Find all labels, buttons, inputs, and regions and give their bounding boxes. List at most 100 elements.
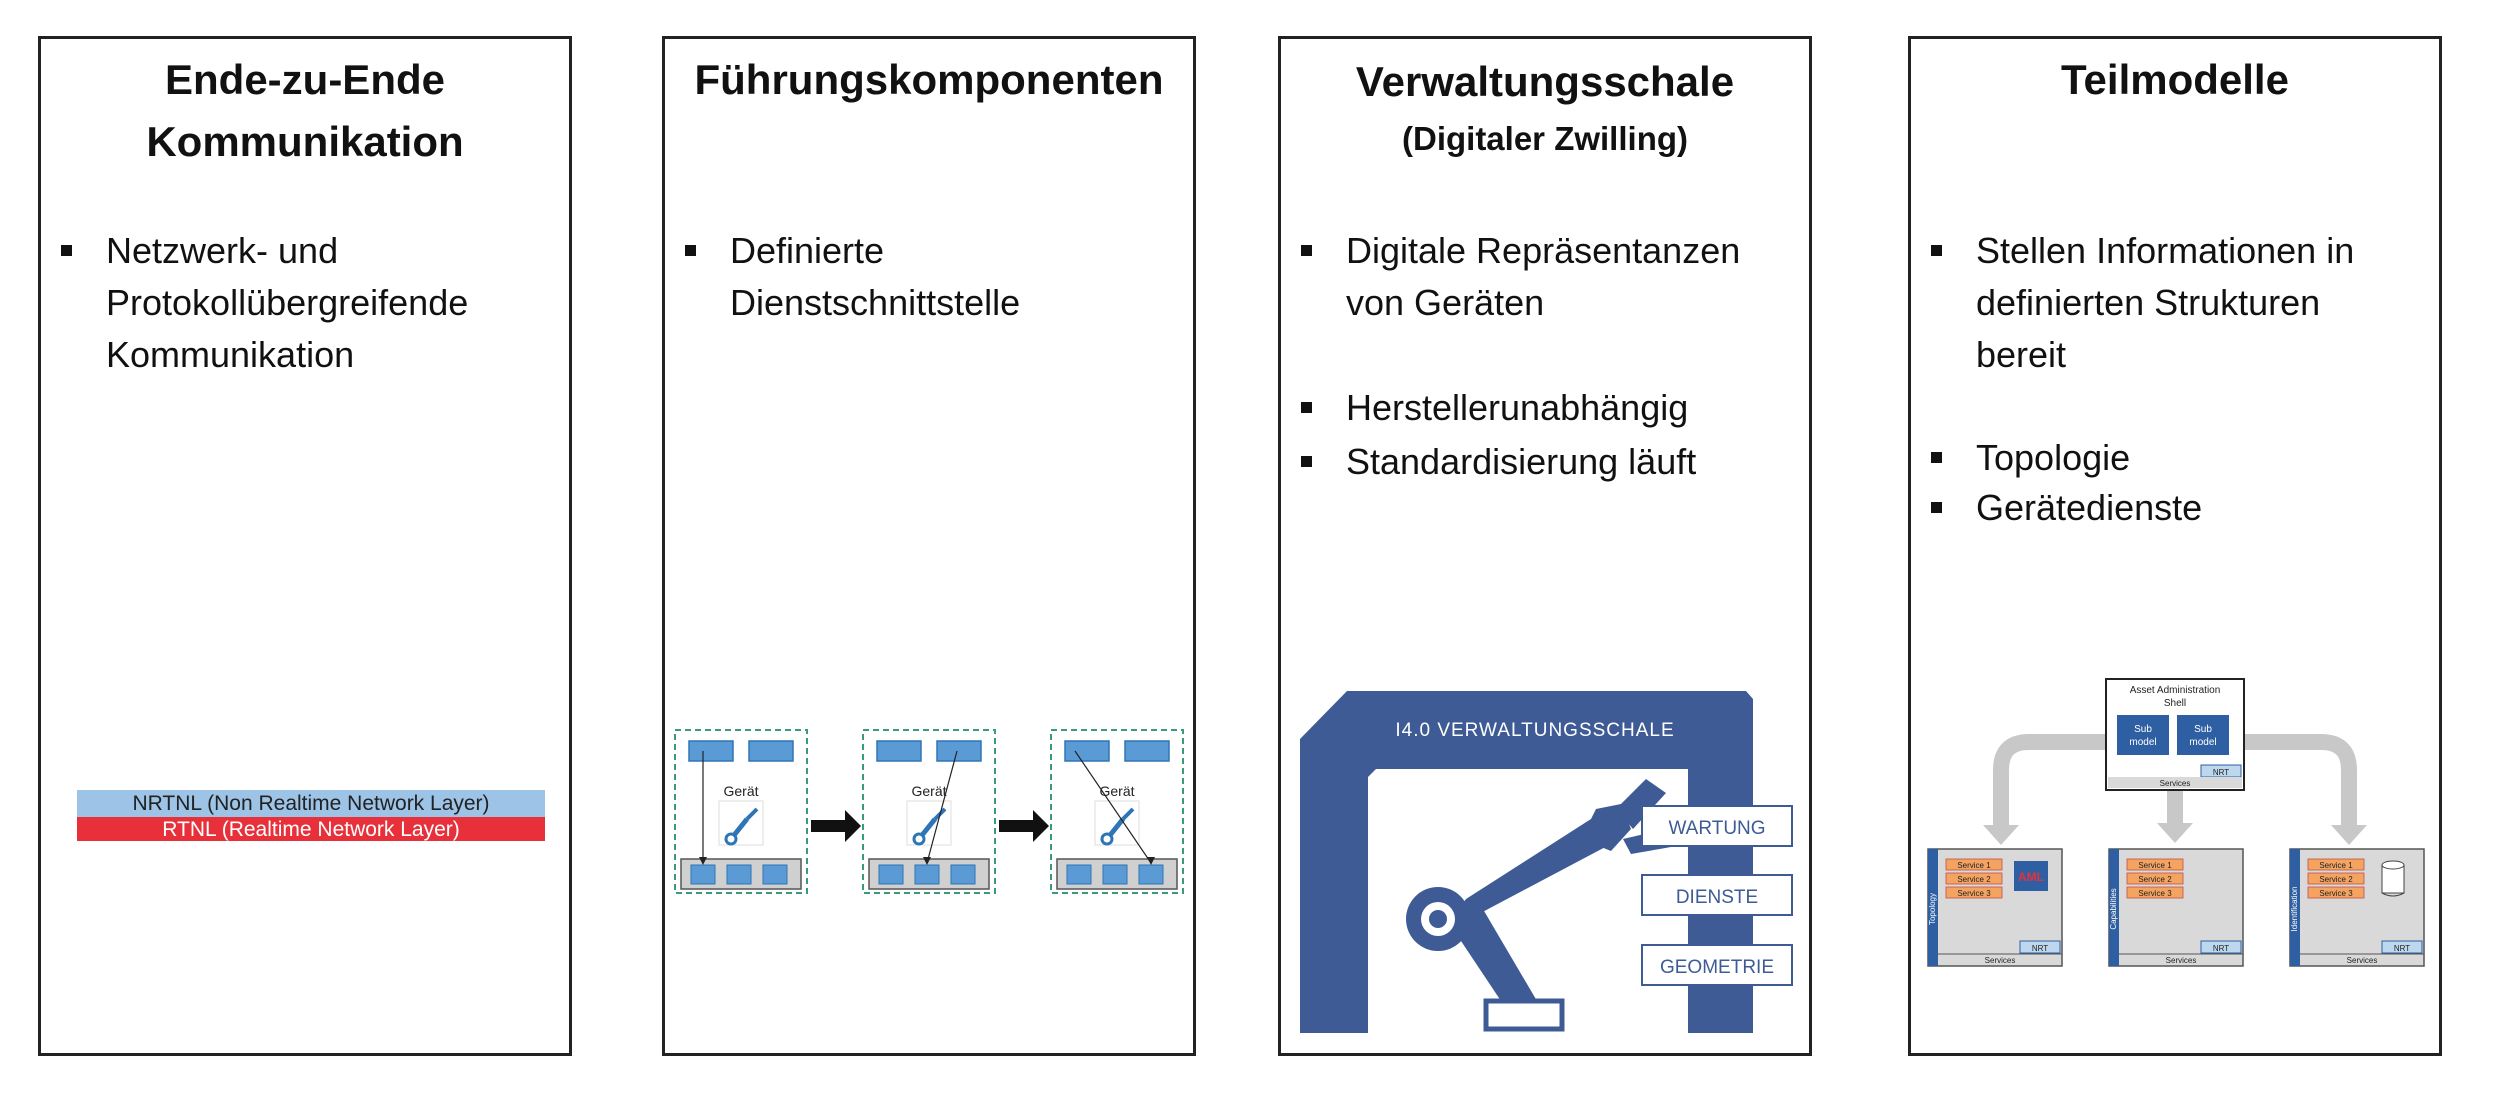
slot-box [878, 864, 904, 885]
flow-arrow-down [2167, 791, 2183, 823]
device-frame: Gerät [674, 729, 808, 894]
nrt-label: NRT [2213, 944, 2229, 953]
service-item [2307, 872, 2365, 885]
svg-text:Service 1: Service 1 [2138, 861, 2172, 870]
panel-title-line-1: Ende-zu-Ende [165, 56, 445, 103]
bullet-item: Standardisierung läuft [1301, 436, 1789, 488]
nrt-label: NRT [2394, 944, 2410, 953]
service-item [1945, 872, 2003, 885]
flow-arrow-right-head [2331, 825, 2367, 845]
flow-arrow [811, 810, 861, 842]
bullet-item: Stellen Informationen in definierten Str… [1931, 225, 2419, 381]
aas-title: Shell [2164, 698, 2186, 709]
panel-title: Führungskomponenten [694, 56, 1164, 103]
flow-arrow [999, 810, 1049, 842]
robot-arm-icon [1406, 779, 1671, 1032]
tag-box [1641, 805, 1793, 847]
shell-header: I4.0 VERWALTUNGSSCHALE [1395, 720, 1674, 741]
rtnl-label: RTNL (Realtime Network Layer) [162, 818, 460, 841]
robot-arm-icon [718, 800, 764, 846]
service-box [748, 740, 794, 762]
side-label: Topology [1928, 893, 1937, 925]
nrt-label: NRT [2213, 768, 2229, 777]
svg-text:model: model [2129, 737, 2156, 748]
device-sequence-diagram: Gerät Gerät Gerät [674, 729, 1184, 894]
slot-box [1102, 864, 1128, 885]
svg-text:Service 3: Service 3 [1957, 889, 1991, 898]
service-item [2126, 872, 2184, 885]
slot-box [762, 864, 788, 885]
robot-arm-icon [906, 800, 952, 846]
service-item [1945, 886, 2003, 899]
flow-arrow-left-head [1983, 825, 2019, 845]
bullet-item: Definierte Dienstschnittstelle [685, 225, 1173, 329]
svg-text:Sub: Sub [2134, 724, 2152, 735]
side-label: Identification [2290, 887, 2299, 932]
service-item [2307, 886, 2365, 899]
service-box [876, 740, 922, 762]
submodel-detail-box: Topology Service 1 Service 2 Service 3 AML NR… [1927, 848, 2063, 967]
panel-title: Teilmodelle [2061, 56, 2289, 103]
nrtnl-label: NRTNL (Non Realtime Network Layer) [132, 792, 489, 815]
side-label: Capabilities [2109, 888, 2118, 929]
svg-text:Service 2: Service 2 [2319, 875, 2353, 884]
service-item [1945, 858, 2003, 871]
service-box [1124, 740, 1170, 762]
flow-arrow-left [1993, 734, 2106, 829]
aml-box [2014, 861, 2048, 891]
svg-text:Service 3: Service 3 [2319, 889, 2353, 898]
services-label: Services [2347, 956, 2378, 965]
panel-guidance-components: Führungskomponenten Definierte Dienstsch… [662, 36, 1196, 1056]
pointer-arrow [1074, 750, 1152, 864]
nrtnl-layer-bar [77, 790, 545, 817]
aml-label: AML [2018, 870, 2044, 884]
tag-dienste: DIENSTE [1676, 887, 1758, 908]
device-label: Gerät [911, 783, 946, 799]
slot-box [726, 864, 752, 885]
device-frame: Gerät [1050, 729, 1184, 894]
svg-text:model: model [2189, 737, 2216, 748]
service-box [688, 740, 734, 762]
service-item [2307, 858, 2365, 871]
svg-text:Service 3: Service 3 [2138, 889, 2172, 898]
rtnl-layer-bar [77, 817, 545, 841]
pointer-arrow [926, 750, 958, 864]
nrt-label: NRT [2032, 944, 2048, 953]
submodel-box: Sub model [2177, 715, 2229, 755]
svg-text:Sub: Sub [2194, 724, 2212, 735]
services-label: Services [2160, 779, 2191, 788]
flow-arrow-down-head [2157, 823, 2193, 843]
device-frame: Gerät [862, 729, 996, 894]
svg-text:Service 2: Service 2 [2138, 875, 2172, 884]
service-box [1064, 740, 1110, 762]
tag-box [1641, 944, 1793, 986]
bullet-item: Gerätedienste [1931, 482, 2419, 534]
panel-administration-shell: Verwaltungsschale (Digitaler Zwilling) D… [1278, 36, 1812, 1056]
device-label: Gerät [1099, 783, 1134, 799]
services-label: Services [2166, 956, 2197, 965]
panel-submodels: Teilmodelle Stellen Informationen in def… [1908, 36, 2442, 1056]
slot-box [690, 864, 716, 885]
bullet-item: Netzwerk- und Protokollübergreifende Kom… [61, 225, 549, 381]
device-label: Gerät [723, 783, 758, 799]
tag-box [1641, 874, 1793, 916]
tag-wartung: WARTUNG [1668, 818, 1765, 839]
services-label: Services [1985, 956, 2016, 965]
tag-geometrie: GEOMETRIE [1660, 957, 1774, 978]
slot-box [950, 864, 976, 885]
svg-text:Service 1: Service 1 [1957, 861, 1991, 870]
flow-arrow-right [2244, 734, 2357, 829]
panel-end-to-end: Ende-zu-Ende Kommunikation Netzwerk- und… [38, 36, 572, 1056]
slot-box [1138, 864, 1164, 885]
panel-title: Verwaltungsschale [1355, 58, 1735, 105]
service-box [936, 740, 982, 762]
svg-text:Service 2: Service 2 [1957, 875, 1991, 884]
panel-subtitle: (Digitaler Zwilling) [1402, 120, 1688, 157]
slot-box [1066, 864, 1092, 885]
service-item [2126, 858, 2184, 871]
slot-box [914, 864, 940, 885]
service-item [2126, 886, 2184, 899]
aas-title: Asset Administration [2130, 685, 2221, 696]
